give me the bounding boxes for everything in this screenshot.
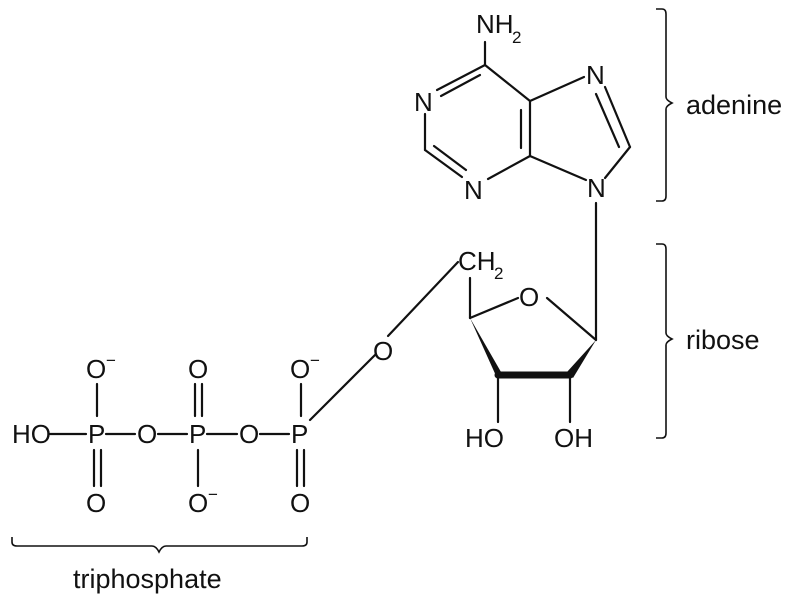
wedge-bond-c2-c1: [567, 340, 596, 378]
adenine-bonds: [423, 40, 632, 342]
phosphate-top-charge-3: −: [310, 351, 320, 370]
ch2-subscript: 2: [494, 264, 503, 283]
triphosphate-bonds: [48, 353, 377, 488]
wedge-bond-c4-c3: [470, 318, 501, 378]
triphosphate-group: O O − O O − HO P O P O P O O − O: [12, 336, 393, 518]
ch2-c: CH: [458, 246, 496, 276]
ribose-bonds: [386, 260, 598, 424]
adenine-n7: N: [586, 60, 605, 90]
adenine-group: NH 2 N N N N: [414, 9, 632, 342]
adenine-n3: N: [464, 175, 483, 205]
phosphate-top-charge-1: −: [106, 351, 116, 370]
phosphate-bottom-charge-2: −: [208, 485, 218, 504]
ribose-oh-3: OH: [554, 423, 593, 453]
adenine-bracket: [656, 8, 674, 202]
bridging-oxygen-ribose: O: [373, 336, 393, 366]
amino-group-subscript: 2: [512, 28, 521, 47]
label-ribose: ribose: [686, 325, 760, 355]
phosphate-ho: HO: [12, 419, 51, 449]
phosphate-top-oxygen-3: O: [290, 354, 310, 384]
bridge-oxygen-2: O: [239, 419, 259, 449]
phosphorus-3: P: [291, 419, 308, 449]
amino-group-nh: NH: [476, 9, 514, 39]
ribose-ring-oxygen: O: [519, 282, 539, 312]
phosphorus-2: P: [189, 419, 206, 449]
label-adenine: adenine: [686, 90, 782, 120]
phosphate-bottom-oxygen-2: O: [188, 488, 208, 518]
label-triphosphate: triphosphate: [73, 564, 222, 594]
ribose-ho-2: HO: [465, 423, 504, 453]
phosphate-top-oxygen-1: O: [86, 354, 106, 384]
adenine-n1: N: [414, 87, 433, 117]
phosphorus-1: P: [88, 419, 105, 449]
triphosphate-bracket: [11, 537, 308, 554]
ribose-bracket: [656, 243, 674, 439]
phosphate-bottom-oxygen-1: O: [86, 488, 106, 518]
phosphate-bottom-oxygen-3: O: [290, 488, 310, 518]
adenine-n9: N: [587, 173, 606, 203]
ribose-group: CH 2 O HO OH: [386, 246, 598, 453]
bridge-oxygen-1: O: [137, 419, 157, 449]
phosphate-top-oxygen-2: O: [188, 354, 208, 384]
